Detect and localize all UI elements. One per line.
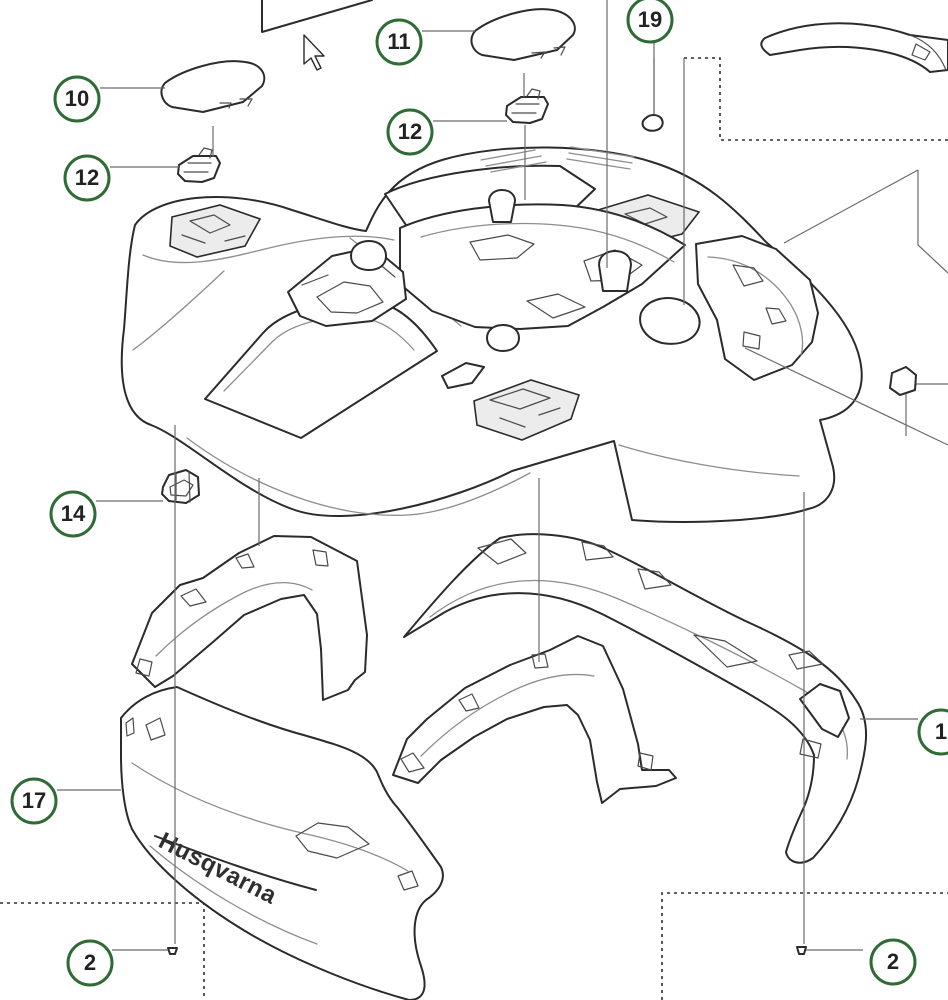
- cover-11-detail: [531, 46, 566, 59]
- right-side-inner-contour: [707, 256, 804, 356]
- callout-17: 17: [10, 777, 58, 825]
- right-side-inner-details: [732, 264, 787, 350]
- center-inner-bracket-contour: [420, 673, 595, 757]
- callout-12-right-label: 12: [398, 119, 422, 144]
- callout-19-label: 19: [638, 7, 662, 32]
- callout-12-left: 12: [63, 154, 111, 202]
- callout-2-right-label: 2: [887, 949, 899, 974]
- center-front-recess: [473, 379, 581, 441]
- cover-10-detail: [219, 98, 253, 109]
- line-right-inner-diagonal: [744, 347, 948, 446]
- left-top-recess-details: [181, 214, 246, 244]
- screw-left: [167, 947, 178, 955]
- left-inner-bracket-details: [135, 549, 329, 677]
- center-inner-bracket: [392, 635, 677, 804]
- callout-10-label: 10: [65, 86, 89, 111]
- callout-2-right: 2: [869, 938, 917, 986]
- front-hole-center: [486, 324, 520, 352]
- line-right-diagonal: [783, 169, 919, 244]
- top-right-trim-part: [760, 22, 948, 73]
- texture-lines-2: [566, 146, 635, 170]
- callout-12-right: 12: [386, 108, 434, 156]
- callout-14: 14: [49, 490, 97, 538]
- rear-post-left: [488, 189, 516, 223]
- bottom-right-dashed-frame: [661, 892, 948, 1000]
- left-inner-bracket-contour: [155, 582, 313, 657]
- callout-2-left: 2: [66, 939, 114, 987]
- callout-1-label: 1: [935, 719, 947, 744]
- texture-lines-1: [480, 149, 547, 173]
- callout-17-label: 17: [22, 788, 46, 813]
- callout-1: 1: [917, 708, 948, 756]
- front-left-lower-bumper-details: [125, 717, 419, 891]
- rear-post-center: [598, 250, 632, 292]
- right-bumper-foot: [799, 683, 850, 738]
- front-left-lower-bumper: [120, 686, 444, 1000]
- rear-right-seat: [639, 297, 701, 345]
- nut-14: [161, 469, 200, 504]
- front-hole-left: [350, 240, 387, 271]
- center-front-recess-details: [489, 388, 561, 428]
- cover-11: [470, 8, 576, 61]
- rear-inner-tray-contour: [420, 222, 675, 263]
- callout-2-left-label: 2: [84, 950, 96, 975]
- main-body-contour-1: [142, 235, 395, 264]
- clip-12-left: [177, 155, 221, 183]
- main-body-contour-2: [132, 270, 225, 351]
- callout-10: 10: [53, 75, 101, 123]
- callout-11-label: 11: [387, 29, 410, 54]
- front-left-lower-bumper-contour-2: [149, 845, 318, 945]
- top-left-box-fragment: [261, 0, 373, 33]
- callout-14-label: 14: [61, 501, 86, 526]
- center-inner-bracket-details: [400, 653, 654, 773]
- clip-12-left-detail: [183, 147, 213, 173]
- top-right-trim-part-detail: [909, 34, 947, 71]
- plug-19: [641, 114, 664, 132]
- right-bumper-details: [477, 538, 824, 759]
- nut-14-detail: [169, 471, 194, 503]
- mouse-pointer-icon: [303, 34, 325, 71]
- callout-12-left-label: 12: [75, 165, 99, 190]
- clip-12-right: [505, 96, 549, 124]
- front-bumper-tab: [441, 362, 485, 389]
- callout-19: 19: [626, 0, 674, 44]
- screw-right: [796, 946, 807, 955]
- main-body-contour-4: [618, 444, 800, 477]
- cover-10: [160, 60, 266, 113]
- front-left-lower-bumper-contour-1: [131, 762, 409, 872]
- top-right-dashed-frame: [684, 57, 948, 141]
- callout-11: 11: [375, 18, 423, 66]
- left-inner-bracket: [131, 535, 368, 701]
- line-right-outer-diagonal: [917, 170, 948, 274]
- clip-12-right-detail: [511, 88, 541, 114]
- right-small-clip: [889, 366, 917, 396]
- main-body-contour-3: [186, 437, 531, 516]
